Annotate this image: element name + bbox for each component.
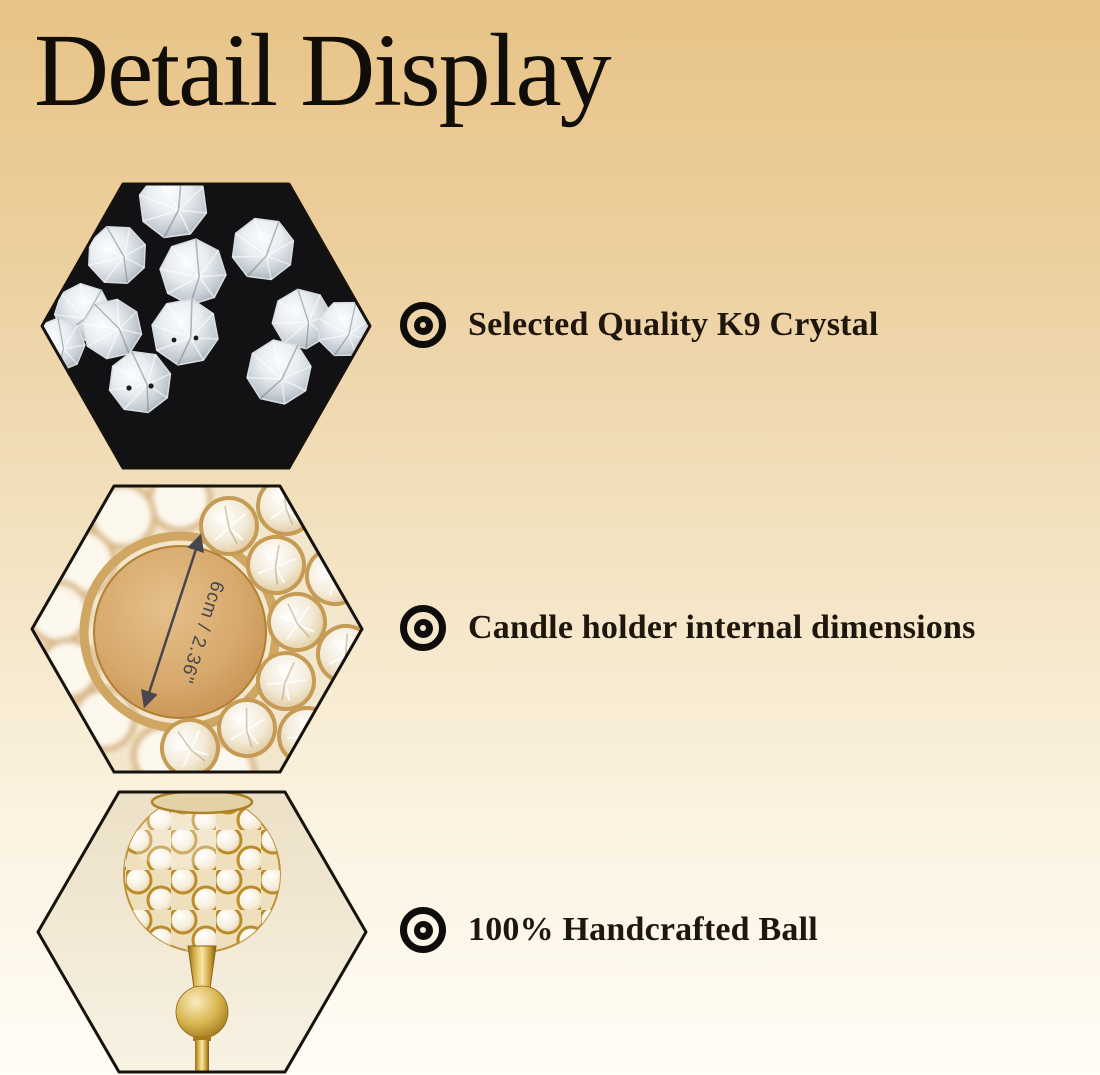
crystal-ball-hexagon-image	[36, 790, 368, 1074]
target-bullet-dot	[413, 315, 433, 335]
target-bullet-dot	[413, 618, 433, 638]
candle-holder-dimensions-hexagon-image: 6cm / 2.36"	[30, 484, 364, 774]
target-bullet-icon	[400, 302, 446, 348]
photo-candle-holder-top-view: 6cm / 2.36"	[30, 484, 364, 774]
feature-item-k9-crystal: Selected Quality K9 Crystal	[400, 301, 879, 349]
feature-item-internal-dimensions: Candle holder internal dimensions	[400, 604, 976, 652]
feature-label-k9-crystal: Selected Quality K9 Crystal	[468, 306, 879, 343]
crystal-ball	[123, 792, 281, 953]
photo-handcrafted-ball	[36, 790, 368, 1074]
photo-k9-crystal-beads	[40, 182, 372, 470]
page-title: Detail Display	[34, 13, 612, 128]
bead-holes	[126, 335, 199, 391]
gold-stand	[175, 945, 229, 1072]
plate-center	[93, 545, 267, 719]
feature-label-handcrafted-ball: 100% Handcrafted Ball	[468, 911, 818, 948]
feature-label-internal-dimensions: Candle holder internal dimensions	[468, 609, 976, 646]
target-bullet-dot	[413, 920, 433, 940]
feature-item-handcrafted-ball: 100% Handcrafted Ball	[400, 906, 818, 954]
target-bullet-icon	[400, 605, 446, 651]
crystal-beads-hexagon-image	[40, 182, 372, 470]
ball-opening	[150, 792, 254, 815]
target-bullet-icon	[400, 907, 446, 953]
dimension-arrow	[141, 533, 204, 709]
